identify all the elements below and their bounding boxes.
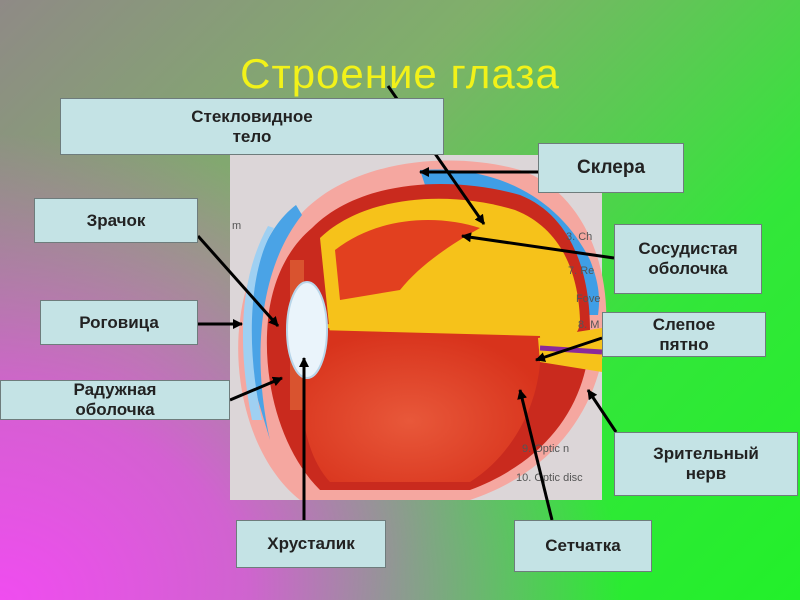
lens-shape (287, 282, 327, 378)
figure-fragment-10: 10. Optic disc (516, 472, 583, 484)
label-iris: Радужная оболочка (0, 380, 230, 420)
figure-fragment-8: 8. M (578, 319, 599, 331)
label-cornea: Роговица (40, 300, 198, 345)
figure-fragment-9: 9. Optic n (522, 443, 569, 455)
label-choroid: Сосудистая оболочка (614, 224, 762, 294)
figure-fragment-7: 7. Re (568, 265, 594, 277)
label-retina: Сетчатка (514, 520, 652, 572)
figure-fragment-fove: Fove (576, 293, 600, 305)
label-sclera: Склера (538, 143, 684, 193)
label-pupil: Зрачок (34, 198, 198, 243)
label-vitreous-body: Стекловидное тело (60, 98, 444, 155)
figure-fragment-m: m (232, 220, 241, 232)
figure-fragment-3: 3. Ch (566, 231, 592, 243)
label-optic-nerve: Зрительный нерв (614, 432, 798, 496)
label-lens: Хрусталик (236, 520, 386, 568)
label-blind-spot: Слепое пятно (602, 312, 766, 357)
